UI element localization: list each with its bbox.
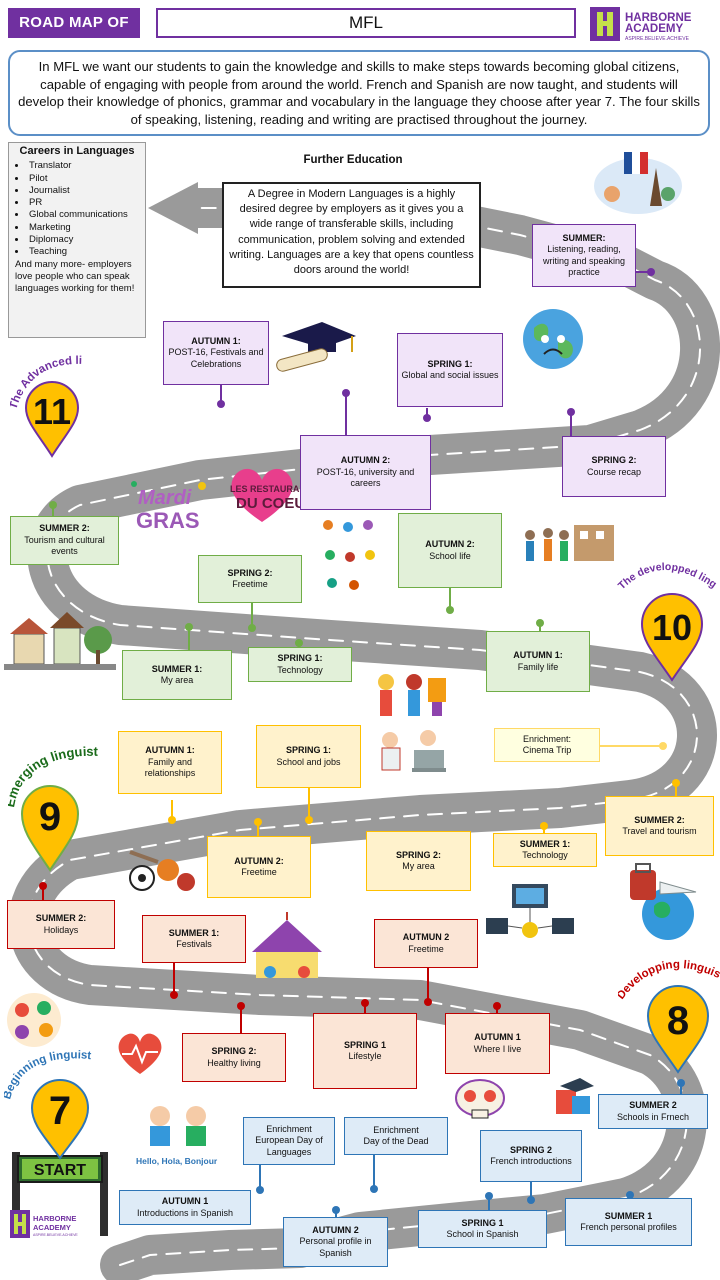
- paris-illustration: [594, 152, 682, 214]
- travel-illustration: [630, 863, 697, 940]
- intro-text: In MFL we want our students to gain the …: [8, 50, 710, 136]
- logo-tagline: ASPIRE.BELIEVE.ACHIEVE: [625, 36, 690, 42]
- milestone-y10-spring2: SPRING 2:Freetime: [198, 555, 302, 603]
- start-label: START: [34, 1162, 86, 1179]
- logo-name2: ACADEMY: [625, 23, 683, 35]
- logo-name: HARBORNE: [625, 12, 692, 24]
- school-jobs-illustration: [381, 730, 446, 772]
- level-10-marker: The developped linguist 10: [606, 556, 719, 682]
- svg-text:The developped linguist: The developped linguist: [606, 556, 719, 592]
- students-walking-image: [525, 525, 614, 561]
- school-activities-image: [323, 520, 375, 590]
- mardi-gras-image: Mardi GRAS: [131, 481, 206, 533]
- sports-balls-image: [129, 850, 195, 891]
- milestone-y9-autumn2: AUTUMN 2:Freetime: [207, 836, 311, 898]
- start-sign: START: [12, 1152, 108, 1236]
- svg-text:HARBORNE: HARBORNE: [33, 1214, 76, 1223]
- milestone-y8-spring2: SPRING 2:Healthy living: [182, 1033, 286, 1082]
- level-8-marker: Developping linguist 8: [618, 948, 720, 1074]
- school-logo-bottom: HARBORNE ACADEMY ASPIRE.BELIEVE.ACHIEVE: [10, 1210, 78, 1238]
- milestone-y8-summer2: SUMMER 2:Holidays: [7, 900, 115, 949]
- further-education-text: A Degree in Modern Languages is a highly…: [222, 182, 481, 288]
- level-11-marker: The Advanced linguist 11: [10, 354, 82, 458]
- career-item: Marketing: [27, 222, 139, 234]
- family-illustration: [378, 674, 446, 716]
- milestone-y9-spring2: SPRING 2:My area: [366, 831, 471, 891]
- subject-title: MFL: [156, 8, 576, 38]
- milestone-y10-summer2: SUMMER 2:Tourism and cultural events: [10, 516, 119, 565]
- milestone-y10-summer1: SUMMER 1:My area: [122, 650, 232, 700]
- careers-list: Translator Pilot Journalist PR Global co…: [15, 160, 139, 258]
- svg-text:ACADEMY: ACADEMY: [33, 1223, 71, 1232]
- level-7-number: 7: [49, 1089, 71, 1133]
- technology-icons-image: [486, 884, 574, 938]
- svg-text:GRAS: GRAS: [136, 508, 200, 533]
- level-10-label: The developped linguist: [606, 556, 719, 592]
- milestone-y9-spring1: SPRING 1:School and jobs: [256, 725, 361, 788]
- career-item: Global communications: [27, 209, 139, 221]
- milestone-y11-autumn2: AUTUMN 2:POST-16, university and careers: [300, 435, 431, 510]
- milestone-y11-spring1: SPRING 1:Global and social issues: [397, 333, 503, 407]
- further-education-title: Further Education: [303, 154, 403, 166]
- milestone-y10-autumn1: AUTUMN 1:Family life: [486, 631, 590, 692]
- level-7-marker: Beginning linguist 7: [4, 1049, 92, 1160]
- level-9-number: 9: [39, 795, 61, 839]
- careers-title: Careers in Languages: [19, 145, 135, 157]
- greeting-text: Hello, Hola, Bonjour: [136, 1156, 218, 1166]
- milestone-y9-summer1: SUMMER 1:Technology: [493, 833, 597, 867]
- career-item: Translator: [27, 160, 139, 172]
- healthy-living-image: [118, 1033, 162, 1074]
- level-9-marker: Emerging linguist 9: [8, 744, 99, 872]
- milestone-y11-spring2: SPRING 2:Course recap: [562, 436, 666, 497]
- roadmap-heading: ROAD MAP OF: [8, 8, 140, 38]
- day-of-the-dead-skull: [455, 1079, 505, 1119]
- food-circle-image: [7, 993, 61, 1047]
- milestone-y8-summer1: SUMMER 1:Festivals: [142, 915, 246, 963]
- svg-text:LES RESTAURANTS: LES RESTAURANTS: [230, 484, 302, 494]
- milestone-y9-summer2: SUMMER 2:Travel and tourism: [605, 796, 714, 856]
- career-item: Teaching: [27, 246, 139, 258]
- carnival-illustration: [252, 912, 322, 978]
- careers-footer: And many more- employers love people who…: [15, 258, 135, 295]
- career-item: PR: [27, 197, 139, 209]
- level-8-number: 8: [667, 999, 689, 1043]
- svg-text:Mardi: Mardi: [138, 487, 192, 509]
- careers-panel: Careers in Languages Translator Pilot Jo…: [8, 142, 146, 338]
- restos-du-coeur-logo: LES RESTAURANTS DU COEUR: [230, 468, 302, 522]
- milestone-y10-spring1: SPRING 1:Technology: [248, 647, 352, 682]
- milestone-y11-autumn1: AUTUMN 1:POST-16, Festivals and Celebrat…: [163, 321, 269, 385]
- milestone-y11-summer: SUMMER:Listening, reading, writing and s…: [532, 224, 636, 287]
- career-item: Pilot: [27, 173, 139, 185]
- children-greeting-image: Hello, Hola, Bonjour: [136, 1106, 218, 1166]
- svg-text:DU COEUR: DU COEUR: [236, 495, 302, 512]
- graduation-icon: [276, 322, 356, 372]
- school-logo: HARBORNE ACADEMY ASPIRE.BELIEVE.ACHIEVE: [590, 7, 692, 42]
- level-11-number: 11: [33, 391, 71, 432]
- career-item: Journalist: [27, 185, 139, 197]
- career-item: Diplomacy: [27, 234, 139, 246]
- town-illustration: [4, 612, 116, 670]
- milestone-y10-autumn2: AUTUMN 2:School life: [398, 513, 502, 588]
- milestone-y9-autumn1: AUTUMN 1:Family and relationships: [118, 731, 222, 794]
- globe-icon: [523, 309, 583, 369]
- milestone-y9-enrichment: Enrichment:Cinema Trip: [494, 728, 600, 762]
- level-10-number: 10: [652, 607, 692, 648]
- svg-text:ASPIRE.BELIEVE.ACHIEVE: ASPIRE.BELIEVE.ACHIEVE: [33, 1233, 78, 1237]
- school-supplies-image: [556, 1078, 594, 1114]
